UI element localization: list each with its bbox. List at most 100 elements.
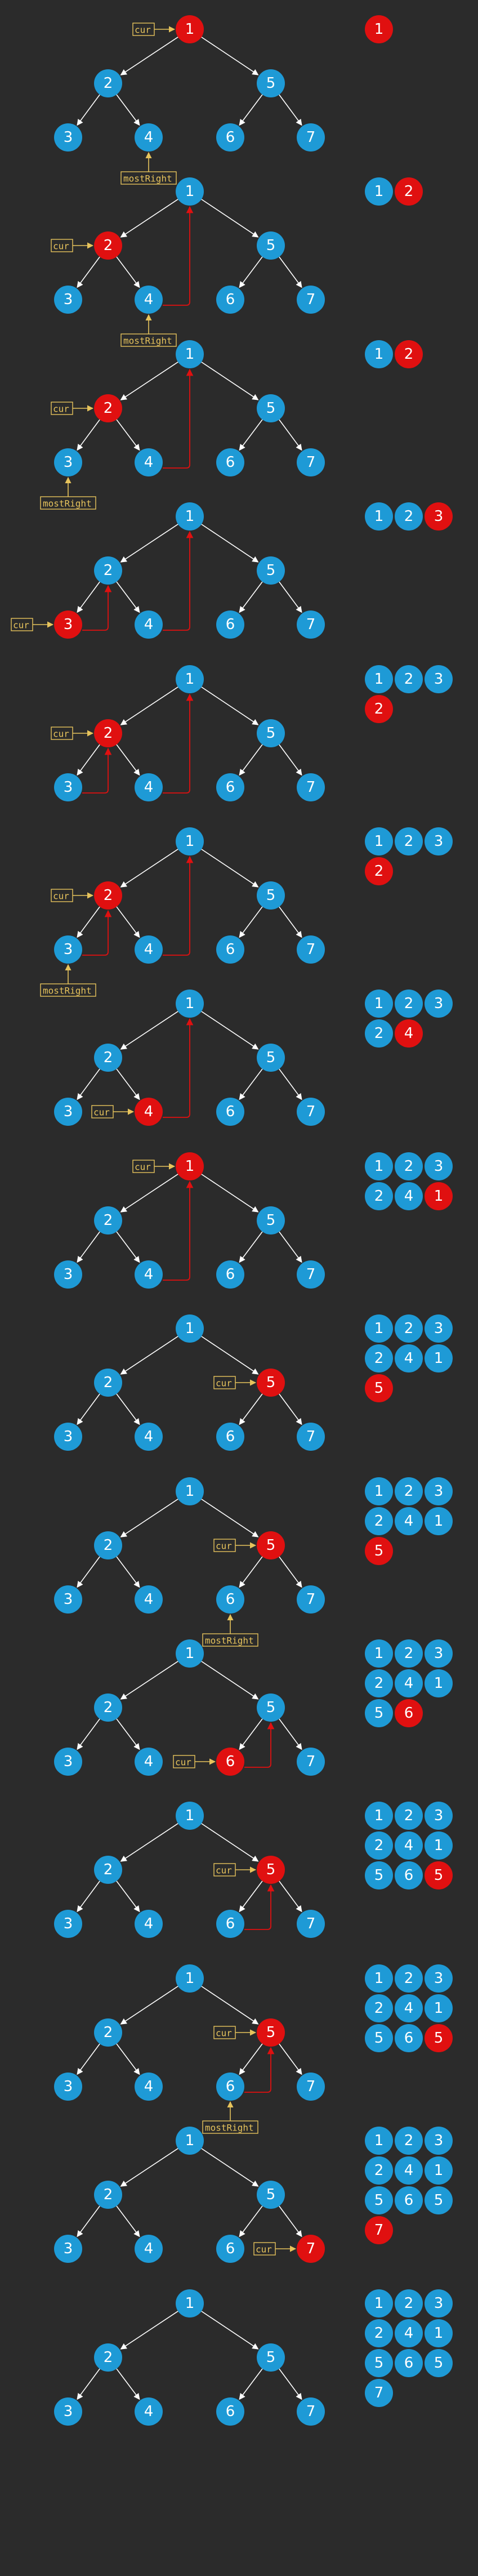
tree-node-2: 2 bbox=[94, 394, 122, 422]
svg-text:4: 4 bbox=[144, 779, 154, 796]
sequence-item: 2 bbox=[365, 1669, 393, 1697]
edge-5-6 bbox=[239, 1880, 263, 1913]
svg-text:4: 4 bbox=[404, 1513, 414, 1530]
svg-text:3: 3 bbox=[64, 1915, 73, 1932]
svg-text:1: 1 bbox=[185, 1807, 195, 1824]
edge-2-3 bbox=[77, 2043, 100, 2075]
thread-4-to-1 bbox=[163, 1018, 194, 1118]
svg-text:5: 5 bbox=[374, 1705, 384, 1722]
svg-text:2: 2 bbox=[374, 1188, 384, 1205]
edge-2-3 bbox=[77, 419, 100, 451]
svg-text:2: 2 bbox=[104, 1212, 113, 1229]
edge-5-6 bbox=[239, 1718, 263, 1750]
svg-text:5: 5 bbox=[266, 237, 276, 254]
edge-1-2 bbox=[120, 37, 178, 75]
cur-pointer: cur bbox=[213, 1538, 257, 1552]
edge-5-6 bbox=[239, 1393, 263, 1425]
tree-node-4: 4 bbox=[135, 2397, 163, 2426]
tree-node-1: 1 bbox=[176, 502, 204, 531]
edge-2-3 bbox=[77, 581, 100, 613]
svg-text:1: 1 bbox=[374, 346, 384, 363]
mostright-label: mostRight bbox=[43, 498, 92, 509]
svg-text:3: 3 bbox=[64, 1591, 73, 1608]
edge-5-6 bbox=[239, 2043, 263, 2075]
tree-node-5: 5 bbox=[257, 556, 285, 585]
svg-text:5: 5 bbox=[266, 2186, 276, 2203]
svg-text:4: 4 bbox=[144, 616, 154, 633]
sequence-item: 1 bbox=[365, 1802, 393, 1830]
svg-text:5: 5 bbox=[266, 887, 276, 904]
edge-1-5 bbox=[201, 2310, 259, 2350]
tree-node-3: 3 bbox=[54, 773, 82, 801]
tree-node-6: 6 bbox=[216, 1423, 244, 1451]
svg-text:1: 1 bbox=[374, 1970, 384, 1987]
svg-text:4: 4 bbox=[144, 2078, 154, 2095]
edge-1-5 bbox=[201, 199, 259, 238]
sequence-item: 3 bbox=[425, 1964, 453, 1993]
svg-text:7: 7 bbox=[306, 941, 316, 958]
svg-text:2: 2 bbox=[374, 1675, 384, 1692]
svg-text:4: 4 bbox=[144, 2240, 154, 2257]
sequence-item: 2 bbox=[395, 340, 423, 368]
tree-node-1: 1 bbox=[176, 665, 204, 693]
svg-text:7: 7 bbox=[306, 2403, 316, 2420]
svg-text:5: 5 bbox=[434, 1867, 444, 1884]
tree-node-6: 6 bbox=[216, 2072, 244, 2101]
svg-text:2: 2 bbox=[374, 1513, 384, 1530]
sequence-item: 5 bbox=[365, 1374, 393, 1403]
svg-text:6: 6 bbox=[226, 1753, 235, 1770]
sequence-item: 1 bbox=[365, 665, 393, 693]
svg-text:2: 2 bbox=[374, 1350, 384, 1367]
tree-node-4: 4 bbox=[135, 935, 163, 964]
tree-node-2: 2 bbox=[94, 2181, 122, 2209]
mostright-label: mostRight bbox=[43, 986, 92, 996]
tree-node-3: 3 bbox=[54, 1423, 82, 1451]
cur-pointer: cur bbox=[213, 2026, 257, 2039]
tree-node-4: 4 bbox=[135, 2072, 163, 2101]
thread-6-to-5 bbox=[244, 1722, 275, 1768]
svg-text:5: 5 bbox=[266, 562, 276, 579]
sequence-item: 1 bbox=[425, 2319, 453, 2347]
sequence-item: 5 bbox=[365, 2348, 393, 2377]
tree-node-2: 2 bbox=[94, 1044, 122, 1072]
sequence-item: 2 bbox=[395, 1314, 423, 1343]
sequence-item: 2 bbox=[365, 1182, 393, 1210]
sequence-item: 3 bbox=[425, 502, 453, 531]
sequence-item: 5 bbox=[425, 2024, 453, 2052]
cur-label: cur bbox=[216, 2027, 232, 2038]
svg-text:3: 3 bbox=[64, 291, 73, 308]
tree-node-7: 7 bbox=[297, 1748, 325, 1776]
svg-text:1: 1 bbox=[374, 1807, 384, 1824]
svg-text:7: 7 bbox=[306, 1428, 316, 1445]
cur-pointer: cur bbox=[51, 239, 94, 253]
cur-label: cur bbox=[216, 1378, 232, 1389]
svg-text:1: 1 bbox=[374, 1158, 384, 1175]
svg-text:7: 7 bbox=[306, 129, 316, 146]
svg-text:4: 4 bbox=[404, 1188, 414, 1205]
sequence-item: 1 bbox=[425, 2156, 453, 2185]
tree-node-4: 4 bbox=[135, 123, 163, 151]
svg-text:7: 7 bbox=[306, 1591, 316, 1608]
tree-node-5: 5 bbox=[257, 2181, 285, 2209]
thread-4-to-1 bbox=[163, 1180, 194, 1281]
tree-node-6: 6 bbox=[216, 123, 244, 151]
sequence-item: 2 bbox=[365, 2156, 393, 2185]
svg-text:2: 2 bbox=[404, 1645, 414, 1662]
sequence-item: 2 bbox=[365, 1994, 393, 2022]
tree-node-5: 5 bbox=[257, 1206, 285, 1234]
tree-node-3: 3 bbox=[54, 1098, 82, 1126]
edge-2-4 bbox=[116, 1068, 140, 1100]
svg-text:7: 7 bbox=[306, 291, 316, 308]
svg-text:2: 2 bbox=[104, 400, 113, 417]
tree-node-7: 7 bbox=[297, 773, 325, 801]
